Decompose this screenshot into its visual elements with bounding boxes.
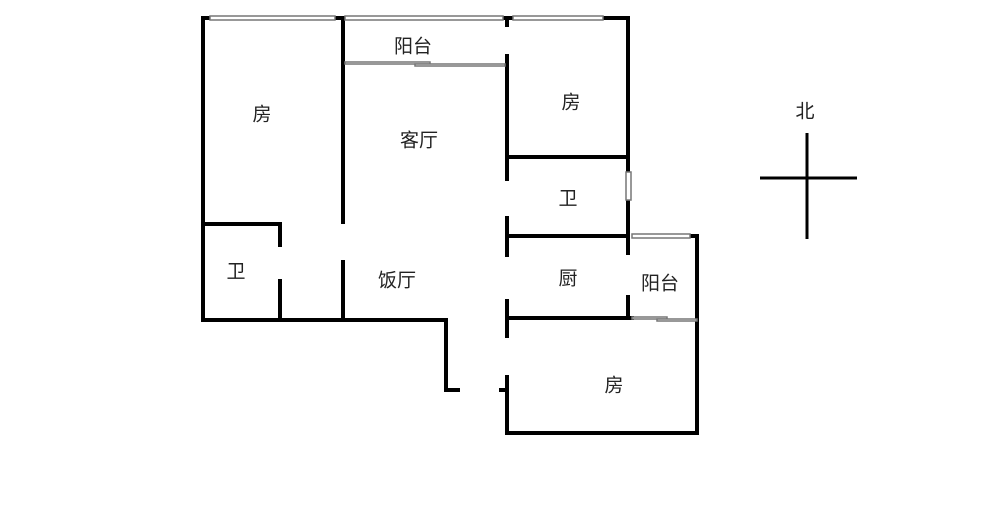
wall	[201, 16, 460, 392]
window	[344, 15, 504, 21]
room-label-bedroom-south: 房	[604, 374, 624, 397]
window	[209, 15, 336, 21]
room-label-dining-room: 饭厅	[377, 269, 417, 292]
wall	[201, 222, 282, 322]
walls	[201, 16, 699, 435]
sliding-door	[656, 318, 698, 322]
window	[625, 171, 632, 201]
wall	[505, 155, 634, 320]
compass-north-label: 北	[795, 100, 815, 123]
room-label-bathroom-west: 卫	[226, 260, 246, 283]
window	[512, 15, 604, 21]
room-label-balcony-east: 阳台	[640, 272, 680, 295]
room-label-bedroom-west: 房	[252, 103, 272, 126]
window	[631, 233, 691, 239]
room-label-kitchen: 厨	[558, 267, 578, 290]
room-label-bathroom-east: 卫	[558, 187, 578, 210]
sliding-door	[344, 61, 431, 65]
sliding-door	[414, 63, 506, 67]
room-label-balcony-north: 阳台	[393, 35, 433, 58]
room-label-bedroom-northeast: 房	[561, 91, 581, 114]
windows	[209, 15, 698, 322]
sliding-door	[631, 316, 668, 320]
room-label-living-room: 客厅	[399, 129, 439, 152]
compass	[760, 133, 857, 239]
wall	[505, 16, 699, 435]
